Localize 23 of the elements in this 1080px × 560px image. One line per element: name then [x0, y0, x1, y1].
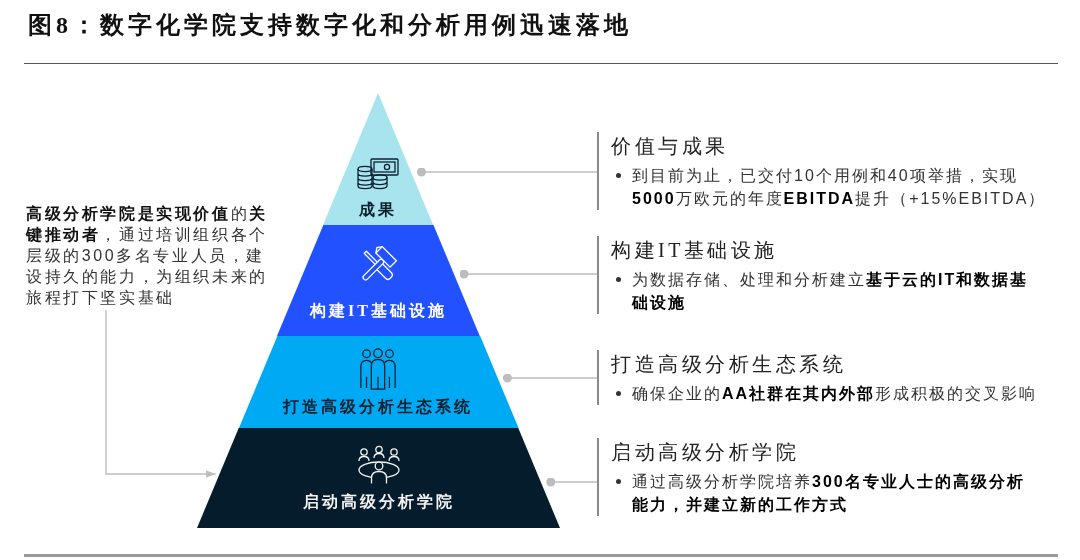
note-text: 高级分析学院是实现价值的关键推动者，通过培训组织各个层级的300多名专业人员，建设持久的能力，为组织未来的旅程打下坚实基础 [26, 203, 276, 308]
callout-heading: 价值与成果 [611, 134, 729, 159]
pyramid-tier [197, 428, 560, 528]
pyramid-tier [323, 93, 434, 225]
bullet-text: 为数据存储、处理和分析建立基于云的IT和数据基础设施 [632, 270, 1030, 313]
tier-label: 成果 [359, 200, 398, 220]
callout-heading: 启动高级分析学院 [611, 440, 799, 465]
pyramid-tier [277, 225, 480, 336]
tier-label: 打造高级分析生态系统 [283, 397, 474, 417]
arrow [105, 309, 217, 478]
tier-label: 构建IT基础设施 [310, 301, 447, 321]
bullet-text: 到目前为止，已交付10个用例和40项举措，实现5000万欧元的年度EBITDA提升（+15%EBITDA） [632, 166, 1048, 209]
figure-title: 图8：数字化学院支持数字化和分析用例迅速落地 [28, 11, 632, 40]
callout-heading: 打造高级分析生态系统 [611, 352, 846, 377]
leader-line [502, 373, 598, 383]
leader-line [546, 477, 598, 487]
tier-label: 启动高级分析学院 [302, 492, 455, 512]
bullet-text: 通过高级分析学院培养300名专业人士的高级分析能力，并建立新的工作方式 [632, 472, 1026, 515]
leader-line [459, 269, 598, 279]
callout-heading: 构建IT基础设施 [611, 238, 778, 263]
pyramid-tier [238, 336, 519, 428]
leader-line [416, 167, 598, 177]
bullet-text: 确保企业的AA社群在其内外部形成积极的交叉影响 [632, 384, 1038, 404]
